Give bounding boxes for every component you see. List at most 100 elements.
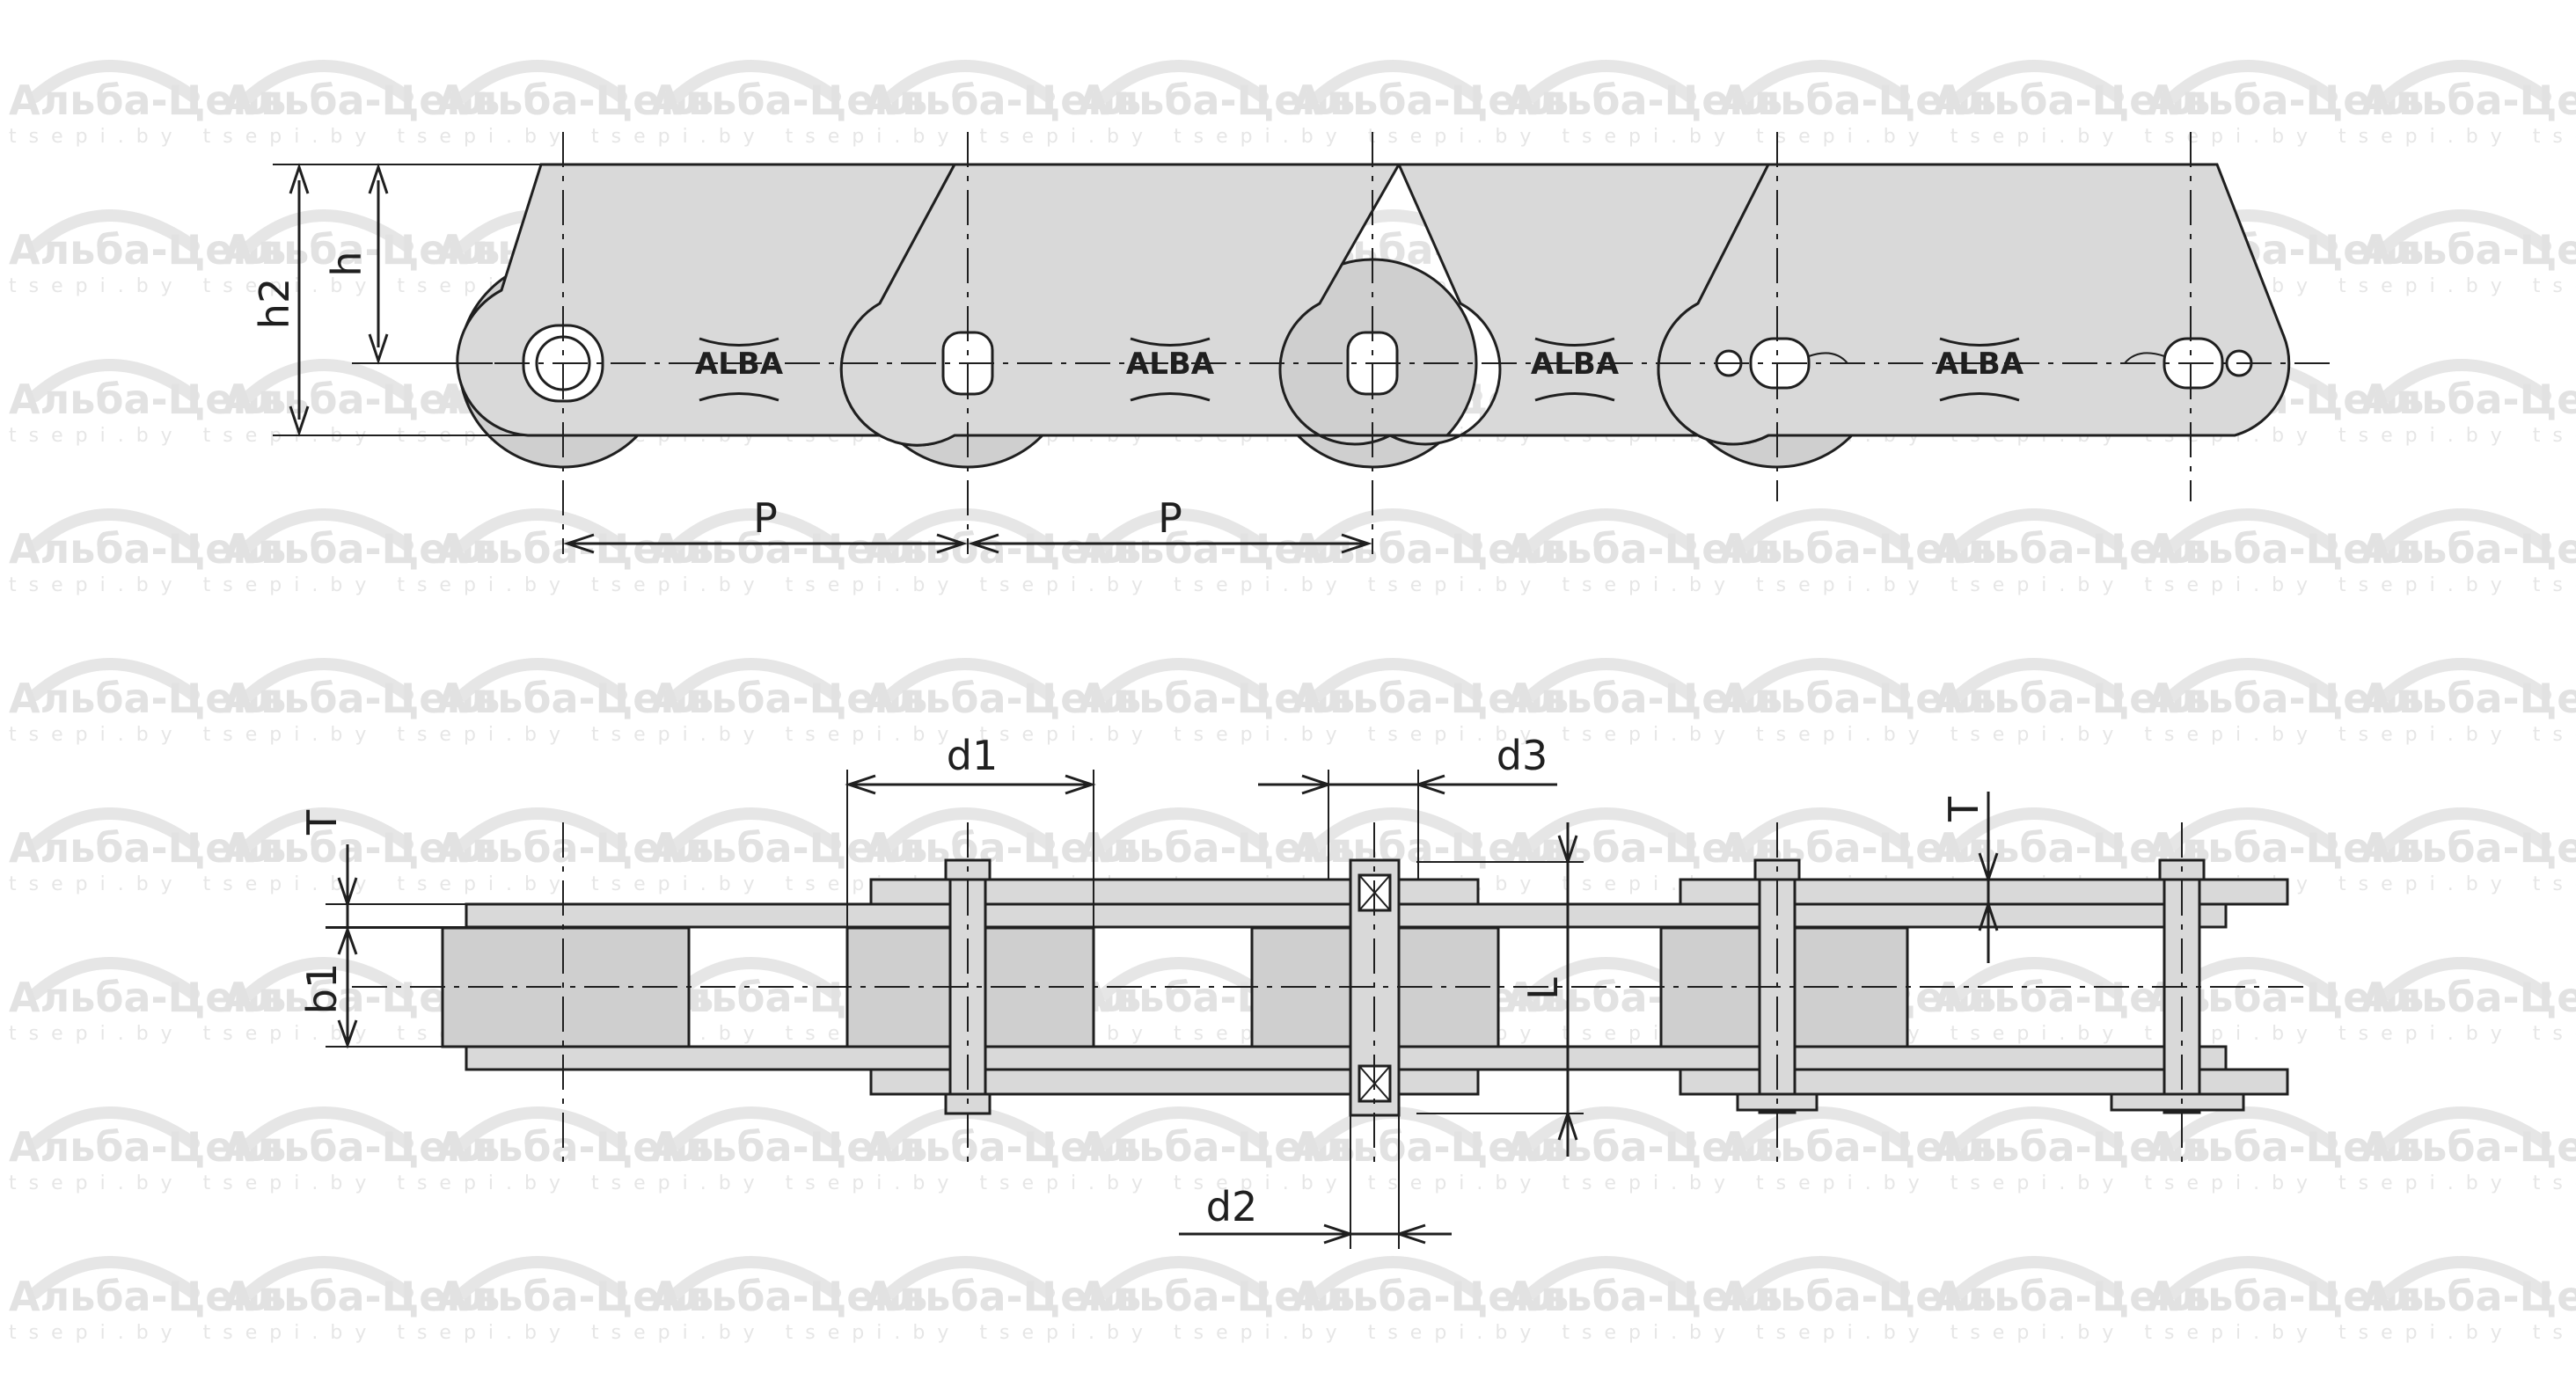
watermark-text: Альба-Цепь	[864, 77, 1141, 124]
plan-view: d1 d3 d2 T	[298, 732, 2305, 1249]
watermark-text: Альба-Цепь	[650, 1273, 927, 1320]
watermark-text: Альба-Цепь	[864, 824, 1141, 872]
watermark-text: Альба-Цепь	[650, 525, 927, 573]
dim-h-arrow-top	[368, 163, 389, 194]
watermark-text: Альба-Цепь	[864, 675, 1141, 722]
dim-l-arrow-top	[1557, 835, 1578, 866]
dim-d1-label: d1	[947, 732, 998, 779]
watermark-wave	[1953, 807, 2124, 851]
inner-plate-top	[465, 902, 2228, 929]
dim-t-left-label: T	[298, 809, 346, 836]
watermark-text: Альба-Цепь	[1078, 77, 1355, 124]
watermark-text: Альба-Цепь	[650, 1123, 927, 1171]
dim-h2-label: h2	[251, 278, 298, 329]
watermark-wave	[29, 209, 200, 252]
watermark-wave	[1312, 807, 1482, 851]
watermark-wave	[1739, 658, 1910, 701]
watermark-url: tsepi.by tsepi.by tsepi.by tsepi.by tsep…	[9, 574, 2576, 596]
watermark-text: Альба-Цепь	[9, 675, 286, 722]
dim-p2-arrow-right	[1341, 533, 1372, 554]
watermark-wave	[1098, 1256, 1269, 1299]
watermark-text: Альба-Цепь	[1292, 1123, 1569, 1171]
watermark-text: Альба-Цепь	[1505, 525, 1782, 573]
watermark-text: Альба-Цепь	[650, 675, 927, 722]
dim-b1-arrow-bottom	[337, 1019, 358, 1049]
watermark-text: Альба-Цепь	[9, 824, 286, 872]
dim-d1-arrow-right	[1065, 774, 1096, 795]
watermark-text: Альба-Цепь	[1292, 1273, 1569, 1320]
watermark-text: Альба-Цепь	[223, 525, 500, 573]
watermark-wave	[1953, 658, 2124, 701]
watermark-wave	[2381, 1256, 2551, 1299]
watermark-text: Альба-Цепь	[2360, 675, 2576, 722]
watermark-text: Альба-Цепь	[2360, 824, 2576, 872]
dim-t-right-arrow-bottom	[1978, 900, 1999, 931]
watermark-wave	[1953, 1256, 2124, 1299]
watermark-wave	[1098, 60, 1269, 103]
watermark-wave	[2167, 658, 2338, 701]
watermark-text: Альба-Цепь	[436, 525, 714, 573]
watermark-text: Альба-Цепь	[1719, 1123, 1996, 1171]
watermark-text: Альба-Цепь	[223, 1123, 500, 1171]
watermark-wave	[670, 1256, 841, 1299]
watermark-wave	[670, 60, 841, 103]
dim-l-label: L	[1519, 977, 1567, 1000]
watermark-text: Альба-Цепь	[2360, 525, 2576, 573]
watermark-wave	[2381, 807, 2551, 851]
watermark-text: Альба-Цепь	[1078, 525, 1355, 573]
watermark-text: Альба-Цепь	[1292, 525, 1569, 573]
watermark-wave	[1312, 60, 1482, 103]
watermark-text: Альба-Цепь	[436, 1123, 714, 1171]
dim-h-arrow-bottom	[368, 333, 389, 365]
watermark-wave	[2167, 807, 2338, 851]
watermark-wave	[2381, 60, 2551, 103]
watermark-wave	[1526, 1106, 1696, 1150]
watermark-wave	[1526, 60, 1696, 103]
watermark-url: tsepi.by tsepi.by tsepi.by tsepi.by tsep…	[9, 724, 2576, 746]
watermark-text: Альба-Цепь	[650, 824, 927, 872]
dim-d2-arrow-left	[1323, 1223, 1355, 1245]
dim-d2-label: d2	[1206, 1183, 1257, 1230]
watermark-wave	[884, 658, 1055, 701]
watermark-wave	[1526, 1256, 1696, 1299]
watermark-wave	[1312, 508, 1482, 551]
watermark-text: Альба-Цепь	[223, 226, 500, 274]
watermark-wave	[1098, 1106, 1269, 1150]
watermark-wave	[243, 359, 413, 402]
watermark-wave	[670, 508, 841, 551]
watermark-wave	[457, 1256, 627, 1299]
dim-p2-label: P	[1158, 494, 1182, 542]
watermark-wave	[2381, 957, 2551, 1000]
watermark-text: Альба-Цепь	[2360, 974, 2576, 1021]
watermark-text: Альба-Цепь	[1719, 77, 1996, 124]
watermark-text: Альба-Цепь	[864, 1273, 1141, 1320]
watermark-text: Альба-Цепь	[1505, 824, 1782, 872]
dim-b1-arrow-top	[337, 925, 358, 955]
watermark-wave	[1526, 658, 1696, 701]
watermark-text: Альба-Цепь	[1505, 77, 1782, 124]
dim-h-label: h	[323, 251, 370, 276]
cotter-tail-4	[1808, 352, 1848, 364]
watermark-wave	[1098, 807, 1269, 851]
watermark-wave	[243, 1256, 413, 1299]
watermark-text: Альба-Цепь	[223, 77, 500, 124]
watermark-wave	[243, 209, 413, 252]
dim-d1-arrow-left	[845, 774, 876, 795]
watermark-text: Альба-Цепь	[1719, 1273, 1996, 1320]
watermark-wave	[2381, 658, 2551, 701]
watermark-text: Альба-Цепь	[2360, 1273, 2576, 1320]
watermark-wave	[884, 508, 1055, 551]
watermark-wave	[1953, 1106, 2124, 1150]
watermark-wave	[457, 807, 627, 851]
watermark-text: Альба-Цепь	[1933, 1273, 2210, 1320]
dim-d2-arrow-right	[1394, 1223, 1426, 1245]
watermark-wave	[2381, 359, 2551, 402]
watermark-text: Альба-Цепь	[2147, 525, 2424, 573]
watermark-wave	[1526, 807, 1696, 851]
watermark-wave	[2381, 1106, 2551, 1150]
pin-head-5-bottom	[2110, 1092, 2245, 1112]
watermark-text: Альба-Цепь	[2147, 1123, 2424, 1171]
watermark-wave	[1312, 1256, 1482, 1299]
watermark-text: Альба-Цепь	[1505, 1273, 1782, 1320]
